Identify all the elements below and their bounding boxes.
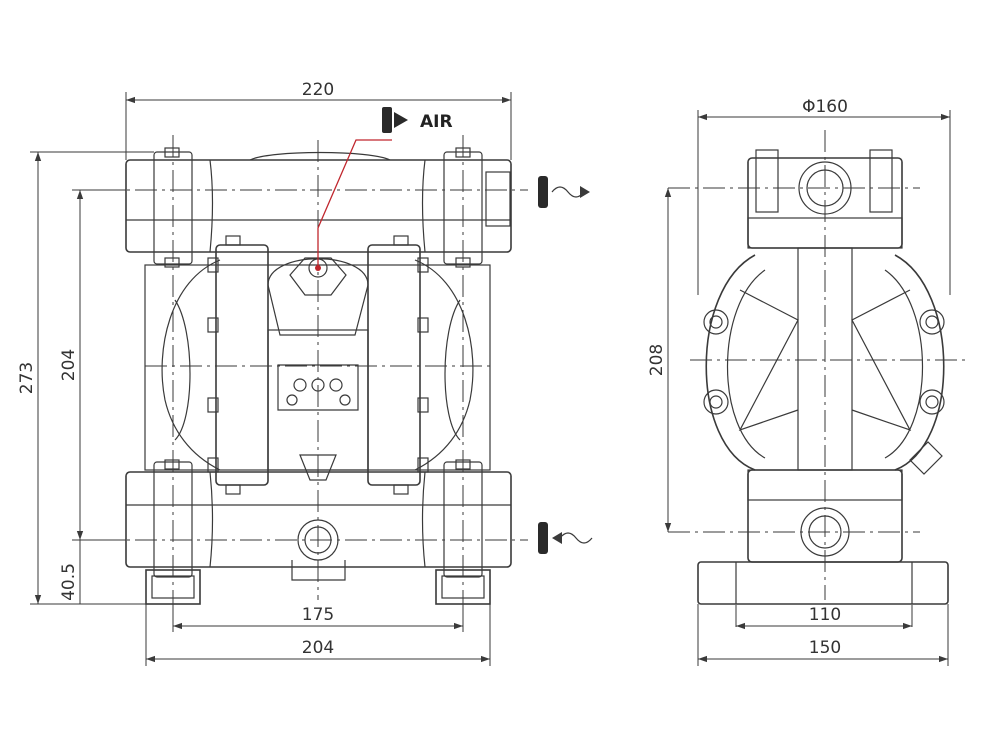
dim-side-foot-spacing-label: 110: [809, 605, 841, 625]
dim-side-diameter-label: Φ160: [802, 97, 848, 117]
air-label: AIR: [420, 112, 453, 132]
dim-foot-spacing-label: 175: [302, 605, 334, 625]
dim-side-base-width-label: 150: [809, 638, 841, 658]
dim-base-offset-label: 40.5: [59, 563, 79, 601]
dim-base-width-label: 204: [302, 638, 334, 658]
side-dimensions: Φ160 208 110 150: [647, 97, 951, 666]
front-dimensions: 220 273 204 40.5 175 204: [17, 80, 512, 666]
side-view: Φ160 208 110 150: [647, 97, 965, 666]
air-callout: AIR: [315, 107, 453, 271]
front-centerlines: [100, 135, 528, 600]
side-centerlines: [668, 130, 965, 632]
outlet-flow-icon: [538, 176, 590, 208]
dim-top-width-label: 220: [302, 80, 334, 100]
dim-side-port-height-label: 208: [647, 344, 667, 376]
inlet-flow-icon: [538, 522, 593, 554]
dim-port-height-label: 204: [59, 349, 79, 381]
muffler-icon: [382, 107, 408, 133]
front-view: 220 273 204 40.5 175 204: [17, 80, 593, 666]
dim-total-height-label: 273: [17, 362, 37, 394]
